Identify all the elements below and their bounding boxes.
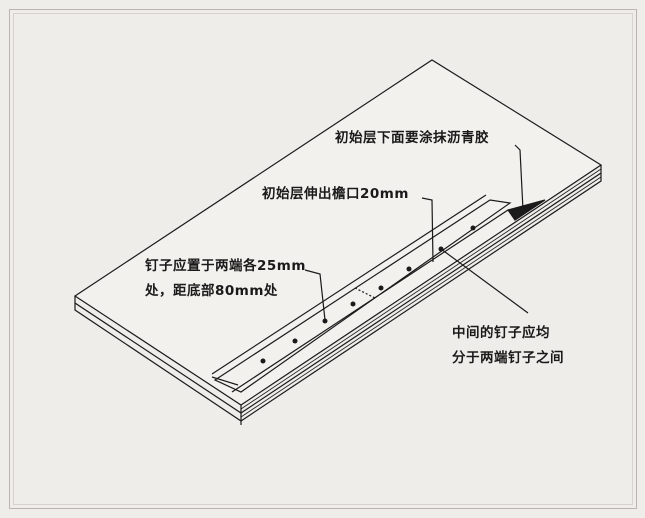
nail: [378, 285, 384, 291]
label-nail-middle-1: 中间的钉子应均: [452, 325, 550, 341]
leader-nail-ends: [304, 269, 326, 321]
asphalt-arrow: [507, 199, 546, 221]
label-nail-ends-2: 处，距底部80mm处: [145, 283, 278, 299]
inner-frame: [13, 13, 633, 505]
nail: [470, 225, 476, 231]
leader-nail-middle: [440, 248, 529, 314]
starter-strip: [213, 199, 512, 393]
board-layer-line: [240, 168, 602, 410]
label-asphalt: 初始层下面要涂抹沥青胶: [335, 130, 489, 146]
board-layer-line: [240, 176, 602, 418]
label-nail-middle-2: 分于两端钉子之间: [452, 350, 564, 366]
dim-25mm: [211, 376, 239, 386]
starter-strip-edge: [211, 194, 487, 375]
nails: [260, 225, 476, 364]
leader-overhang: [421, 197, 434, 263]
leader-asphalt: [514, 144, 524, 211]
nail: [350, 301, 356, 307]
outer-frame: [9, 9, 637, 509]
nail: [260, 358, 266, 364]
label-nail-ends-1: 钉子应置于两端各25mm: [145, 258, 306, 274]
label-overhang: 初始层伸出檐口20mm: [262, 186, 409, 202]
nail: [406, 266, 412, 272]
nail: [292, 338, 298, 344]
starter-strip-front: [231, 209, 509, 393]
nail: [322, 318, 328, 324]
